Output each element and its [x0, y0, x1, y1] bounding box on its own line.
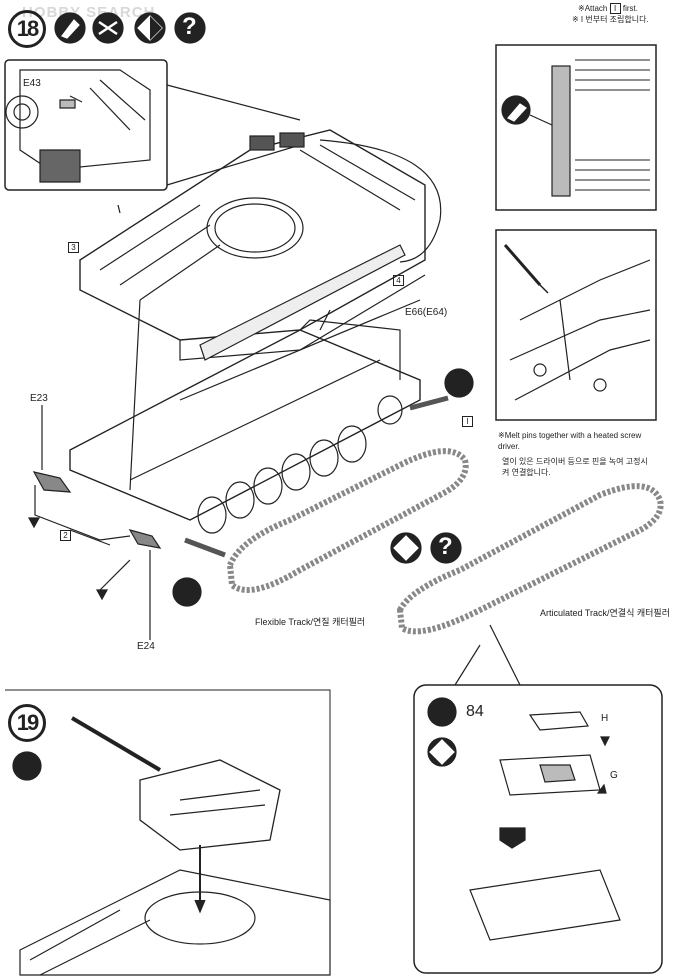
watermark: HOBBY SEARCH — [22, 4, 156, 21]
melt-note-kr: 열이 있은 드라이버 등으로 핀을 녹여 고정시켜 연결합니다. — [502, 457, 648, 477]
part-i: I — [462, 416, 473, 427]
flexible-track-label: Flexible Track/연질 캐터필러 — [255, 617, 366, 627]
question-icon — [174, 12, 206, 44]
melt-note-en: ※Melt pins together with a heated screw … — [498, 431, 642, 451]
attach-note-korean: ※ I 번부터 조립합니다. — [572, 15, 649, 24]
attach-note: ※Attach I first. — [578, 3, 638, 14]
part-3: 3 — [68, 242, 79, 253]
part-e23: E23 — [30, 393, 48, 404]
choice-icon — [134, 12, 166, 44]
cement-icon — [54, 12, 86, 44]
articulated-track-label: Articulated Track/연결식 캐터필러 — [540, 608, 670, 618]
part-e24: E24 — [137, 641, 155, 652]
knife-icon — [501, 95, 531, 125]
part-g: G — [610, 770, 618, 781]
step-18-number: 18 — [8, 10, 46, 48]
part-e43: E43 — [23, 78, 41, 89]
repeat-count: 84 — [466, 703, 484, 720]
part-4: 4 — [393, 275, 404, 286]
question-mark-glyph: ? — [182, 13, 197, 40]
part-2: 2 — [60, 530, 71, 541]
heat-tool-icon — [503, 244, 549, 294]
no-cement-icon — [92, 12, 124, 44]
part-e66: E66(E64) — [405, 307, 448, 318]
step-19-number: 19 — [8, 704, 46, 742]
question-mark-glyph-track: ? — [438, 533, 453, 560]
part-h: H — [601, 713, 609, 724]
